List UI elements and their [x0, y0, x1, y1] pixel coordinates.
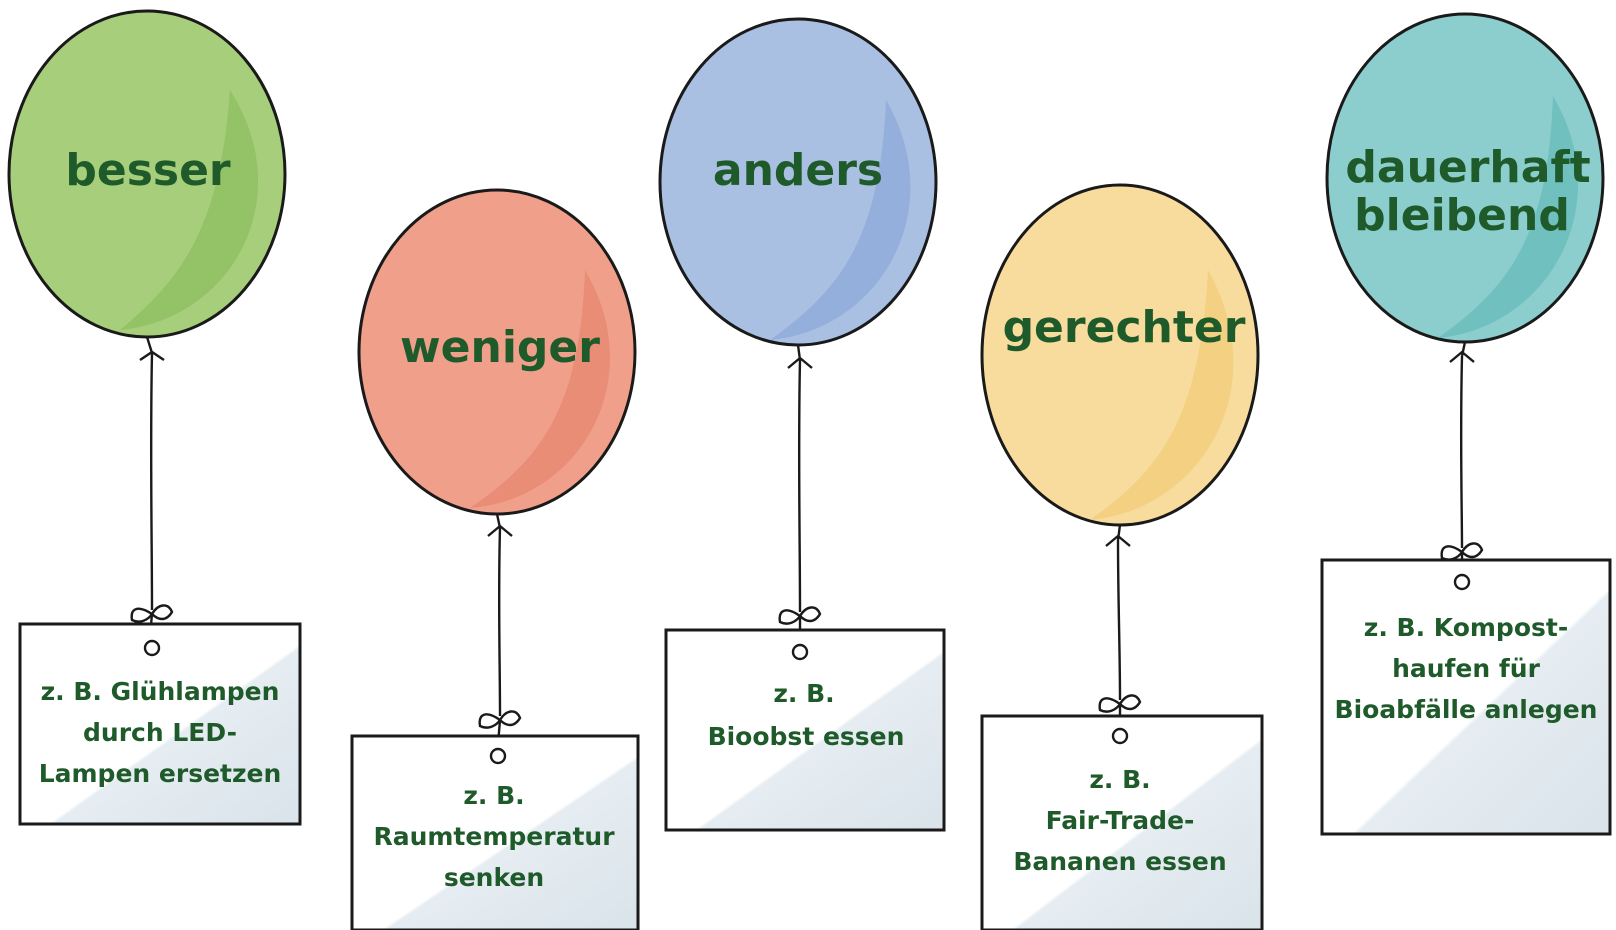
balloon-shade	[470, 270, 611, 508]
card-gerechter	[980, 714, 1264, 930]
card-dauerhaft-bleibend	[1320, 558, 1612, 836]
card-line: z. B. Glühlampen	[41, 677, 280, 706]
card-line: z. B.	[463, 781, 524, 810]
card-line: senken	[444, 863, 544, 892]
balloon-label-weniger: weniger	[400, 322, 600, 373]
balloon-label-anders: anders	[713, 145, 883, 196]
card-line: Bioobst essen	[708, 722, 905, 751]
balloon-string	[1449, 341, 1475, 549]
balloon-group-weniger: weniger z. B. Raumtemperatur senken	[350, 188, 640, 930]
card-line: Bioabfälle anlegen	[1335, 695, 1598, 724]
card-hole	[791, 643, 809, 661]
card-hole	[1111, 727, 1129, 745]
balloon-string	[1105, 524, 1131, 701]
card-hole	[1453, 573, 1471, 591]
card-line: z. B.	[1089, 765, 1150, 794]
card-line: haufen für	[1392, 654, 1540, 683]
card-line: Lampen ersetzen	[39, 759, 282, 788]
card-anders	[664, 628, 946, 832]
balloon-shade	[120, 90, 259, 330]
balloon-shade	[770, 100, 911, 340]
balloon-label-line: bleibend	[1354, 190, 1570, 241]
balloon-string	[787, 344, 813, 613]
balloon-group-gerechter: gerechter z. B. Fair-Trade- Bananen esse…	[980, 183, 1264, 930]
card-besser	[18, 622, 302, 826]
balloon-string	[487, 513, 513, 717]
card-line: z. B.	[773, 679, 834, 708]
balloon-group-dauerhaft-bleibend: dauerhaft bleibend z. B. Kompost- haufen…	[1320, 12, 1612, 836]
balloon-label-line: dauerhaft	[1345, 142, 1590, 193]
card-line: Fair-Trade-	[1046, 806, 1195, 835]
balloon-label-besser: besser	[65, 145, 231, 196]
card-line: Raumtemperatur	[373, 822, 615, 851]
balloon-group-besser: besser z. B. Glühlampen durch LED- Lampe…	[7, 9, 302, 826]
card-weniger	[350, 734, 640, 930]
balloon-shade	[1090, 270, 1234, 520]
card-hole	[143, 639, 161, 657]
card-line: z. B. Kompost-	[1364, 613, 1568, 642]
balloon-shade	[1438, 96, 1579, 338]
card-hole	[489, 747, 507, 765]
card-line: Bananen essen	[1013, 847, 1226, 876]
balloon-label-gerechter: gerechter	[1003, 302, 1246, 353]
card-line: durch LED-	[83, 718, 237, 747]
balloon-string	[139, 336, 165, 611]
balloon-group-anders: anders z. B. Bioobst essen	[658, 17, 946, 832]
